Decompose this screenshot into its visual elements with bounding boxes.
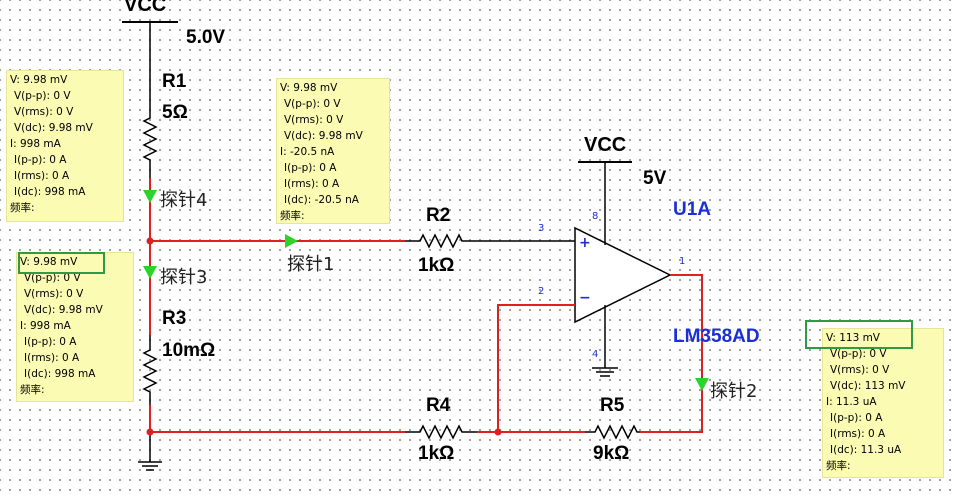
r4-value: 1kΩ: [418, 443, 455, 464]
readout-ipp: I(p-p): 0 A: [284, 162, 337, 174]
r2-resistor[interactable]: [405, 233, 480, 249]
probe2-voltage-highlight: [805, 320, 913, 349]
wire-output[interactable]: [640, 274, 703, 433]
probe1-label[interactable]: 探针1: [287, 254, 335, 275]
readout-vrms: V(rms): 0 V: [284, 114, 344, 126]
probe3-arrow-icon[interactable]: [143, 266, 157, 279]
readout-irms: I(rms): 0 A: [14, 170, 70, 182]
readout-vpp: V(p-p): 0 V: [24, 272, 81, 284]
probe3-readout: V: 9.98 mV V(p-p): 0 V V(rms): 0 V V(dc)…: [16, 252, 134, 402]
r3-value: 10mΩ: [162, 340, 216, 361]
probe4-label[interactable]: 探针4: [160, 190, 208, 211]
r3-resistor[interactable]: [142, 335, 158, 405]
readout-vrms: V(rms): 0 V: [24, 288, 84, 300]
vcc-top-value: 5.0V: [186, 27, 226, 48]
readout-vdc: V(dc): 9.98 mV: [24, 304, 103, 316]
readout-vpp: V(p-p): 0 V: [14, 90, 71, 102]
readout-idc: I(dc): 998 mA: [24, 368, 96, 380]
probe2-arrow-icon[interactable]: [695, 378, 709, 391]
r4-ref: R4: [426, 395, 451, 416]
vcc-top-label: VCC: [124, 0, 167, 16]
readout-vpp: V(p-p): 0 V: [830, 348, 887, 360]
pin1-label: 1: [679, 256, 686, 267]
readout-current: I: 11.3 uA: [826, 396, 877, 408]
pin4-label: 4: [592, 349, 599, 360]
r2-value: 1kΩ: [418, 255, 455, 276]
probe3-label[interactable]: 探针3: [160, 267, 208, 288]
probe2-label[interactable]: 探针2: [710, 381, 758, 402]
readout-vrms: V(rms): 0 V: [830, 364, 890, 376]
readout-voltage: V: 9.98 mV: [20, 256, 78, 268]
r1-value: 5Ω: [162, 102, 188, 123]
readout-irms: I(rms): 0 A: [24, 352, 80, 364]
r1-resistor[interactable]: [142, 100, 158, 178]
vcc-opamp-value: 5V: [643, 168, 667, 189]
readout-ipp: I(p-p): 0 A: [24, 336, 77, 348]
probe1-arrow-icon[interactable]: [285, 234, 298, 248]
vcc-supply-top[interactable]: [122, 21, 178, 100]
readout-vdc: V(dc): 113 mV: [830, 380, 906, 392]
u1a-ref: U1A: [673, 199, 712, 220]
readout-idc: I(dc): 11.3 uA: [830, 444, 902, 456]
pin3-label: 3: [538, 223, 545, 234]
readout-ipp: I(p-p): 0 A: [830, 412, 883, 424]
r4-resistor[interactable]: [405, 424, 477, 440]
pin2-label: 2: [538, 286, 545, 297]
ground-main[interactable]: [138, 432, 162, 471]
probe2-readout: V: 113 mV V(p-p): 0 V V(rms): 0 V V(dc):…: [822, 328, 944, 478]
junction-dot: [146, 428, 154, 436]
r1-ref: R1: [162, 71, 187, 92]
r5-resistor[interactable]: [585, 424, 640, 440]
readout-voltage: V: 9.98 mV: [280, 82, 338, 94]
probe4-arrow-icon[interactable]: [143, 190, 157, 203]
readout-irms: I(rms): 0 A: [284, 178, 340, 190]
readout-current: I: -20.5 nA: [280, 146, 335, 158]
probe1-readout: V: 9.98 mV V(p-p): 0 V V(rms): 0 V V(dc)…: [276, 78, 390, 224]
readout-vdc: V(dc): 9.98 mV: [284, 130, 363, 142]
readout-current: I: 998 mA: [20, 320, 71, 332]
wire-pin2-feedback[interactable]: [497, 304, 575, 432]
probe3-voltage-highlight: [18, 252, 105, 274]
vcc-opamp-label: VCC: [584, 134, 627, 156]
readout-voltage: V: 113 mV: [826, 332, 880, 344]
readout-vrms: V(rms): 0 V: [14, 106, 74, 118]
readout-frequency: 频率:: [280, 210, 305, 222]
probe4-readout: V: 9.98 mV V(p-p): 0 V V(rms): 0 V V(dc)…: [6, 70, 124, 222]
junction-dot: [494, 428, 502, 436]
r2-ref: R2: [426, 205, 451, 226]
readout-idc: I(dc): 998 mA: [14, 186, 86, 198]
readout-voltage: V: 9.98 mV: [10, 74, 68, 86]
minus-input-sign: −: [579, 290, 591, 306]
readout-idc: I(dc): -20.5 nA: [284, 194, 359, 206]
readout-vpp: V(p-p): 0 V: [284, 98, 341, 110]
readout-current: I: 998 mA: [10, 138, 61, 150]
plus-input-sign: +: [579, 235, 591, 251]
readout-ipp: I(p-p): 0 A: [14, 154, 67, 166]
r5-value: 9kΩ: [593, 443, 630, 464]
readout-irms: I(rms): 0 A: [830, 428, 886, 440]
readout-frequency: 频率:: [10, 202, 35, 214]
pin8-label: 8: [592, 211, 599, 222]
u1a-part: LM358AD: [673, 326, 760, 347]
opamp-u1a[interactable]: [574, 162, 672, 377]
r5-ref: R5: [600, 395, 625, 416]
r3-ref: R3: [162, 308, 187, 329]
readout-frequency: 频率:: [826, 460, 851, 472]
readout-frequency: 频率:: [20, 384, 45, 396]
junction-dot: [146, 237, 154, 245]
readout-vdc: V(dc): 9.98 mV: [14, 122, 93, 134]
